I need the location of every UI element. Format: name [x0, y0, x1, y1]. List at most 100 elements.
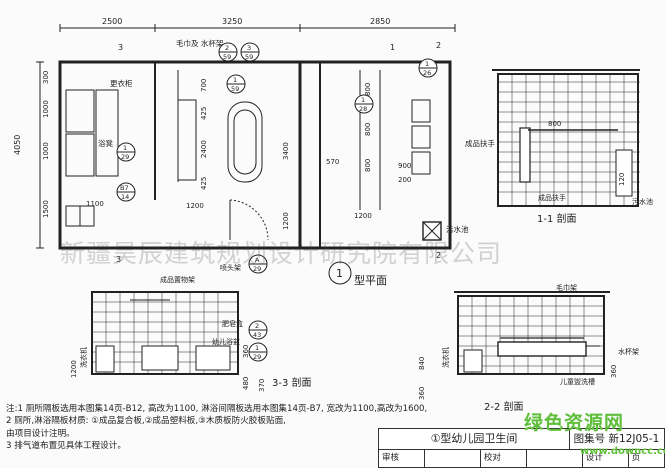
- label-bath-stool: 浴凳: [98, 138, 113, 148]
- design-cell: 设计: [583, 449, 629, 467]
- ref-2: 359: [240, 42, 260, 62]
- sec33-dim-360: 360: [242, 345, 250, 358]
- section-2-2-title: 2-2 剖面: [484, 400, 524, 413]
- note-line-2: 2 厕所,淋浴隔板材质: ①成品复合板,②成品塑料板,③木质板防火胶板贴面,: [6, 416, 286, 427]
- section-mark-2a: 2: [436, 41, 441, 50]
- page-cell: 页: [631, 453, 641, 463]
- svg-text:1: 1: [233, 76, 237, 84]
- ref-10: 129: [248, 342, 268, 362]
- ref-3: 159: [226, 74, 246, 94]
- atlas-value: 新12J05-1: [608, 433, 660, 445]
- label-wardrobe: 更衣柜: [110, 78, 133, 88]
- plan-title-number: 1: [336, 267, 343, 280]
- note-line-3: 由项目设计注明。: [6, 428, 75, 439]
- section-1-1: [492, 69, 640, 207]
- dim-bottom-left: 1200: [186, 202, 204, 210]
- svg-text:1: 1: [361, 96, 365, 104]
- dim-left-total: 4050: [13, 135, 22, 155]
- svg-text:B7: B7: [120, 184, 129, 192]
- svg-text:3: 3: [247, 44, 251, 52]
- dim-left-4: 1500: [42, 200, 50, 218]
- plan-view: [36, 24, 456, 250]
- dim-right-5: 570: [326, 158, 339, 166]
- plan-title: 型平面: [354, 273, 387, 287]
- svg-text:1: 1: [123, 144, 127, 152]
- notes: 注:1 厕所隔板选用本图集14页-B12, 高改为1100, 淋浴间隔板选用本图…: [6, 403, 436, 453]
- dim-left-2: 1000: [42, 100, 50, 118]
- dim-center-3: 2400: [200, 140, 208, 158]
- dim-right-1: 800: [364, 83, 372, 96]
- dim-right-4: 900: [398, 162, 411, 170]
- dim-bottom-right: 1200: [354, 212, 372, 220]
- note-line-4: 3 排气道布置见具体工程设计。: [6, 441, 126, 452]
- review-signature: [425, 449, 481, 467]
- atlas-number: 图集号 新12J05-1: [569, 429, 664, 450]
- ref-1: 259: [218, 42, 238, 62]
- dim-right-6: 200: [398, 176, 411, 184]
- title-block: ①型幼儿园卫生间 图集号 新12J05-1 审核 校对 设计 页: [378, 428, 665, 468]
- svg-text:1: 1: [255, 344, 259, 352]
- svg-text:29: 29: [253, 265, 261, 273]
- site-logo: 绿色资源网 www.downcc.com: [520, 408, 665, 464]
- sec22-cup-rack: 水杯架: [618, 347, 639, 356]
- section-3-3-title: 3-3 剖面: [272, 376, 312, 389]
- ref-6: 126: [418, 58, 438, 78]
- dim-top-2: 3250: [222, 17, 242, 26]
- section-mark-3a: 3: [118, 43, 123, 52]
- dim-left-1: 300: [42, 71, 50, 84]
- svg-text:2: 2: [255, 322, 259, 330]
- check-cell: 校对: [481, 449, 527, 467]
- svg-text:29: 29: [121, 153, 129, 161]
- section-mark-1: 1: [390, 43, 395, 52]
- dim-top-1: 2500: [102, 17, 122, 26]
- dim-center-4: 425: [200, 177, 208, 190]
- logo-text: 绿色资源网: [524, 412, 625, 434]
- sec22-trough: 儿童盥洗槽: [560, 377, 595, 386]
- section-2-2: [454, 291, 610, 375]
- sec33-shelf: 成品置物架: [160, 275, 195, 284]
- ref-4: 129: [116, 142, 136, 162]
- sec33-shower: 喷头架: [220, 263, 241, 272]
- signature-row: 审核 校对 设计 页: [379, 449, 664, 467]
- label-handrail: 成品扶手: [465, 138, 495, 148]
- ref-7: 128: [354, 94, 374, 114]
- section-mark-3b: 3: [116, 255, 121, 264]
- svg-text:1: 1: [425, 60, 429, 68]
- svg-text:59: 59: [223, 53, 231, 61]
- dim-center-1: 700: [200, 79, 208, 92]
- label-drain: 污水池: [446, 224, 469, 234]
- sec33-soap: 肥皂盒: [222, 319, 243, 328]
- dim-top-3: 2850: [370, 17, 390, 26]
- atlas-label: 图集号: [573, 433, 606, 445]
- section-3-3: [91, 291, 239, 375]
- svg-text:59: 59: [245, 53, 253, 61]
- dim-center-6: 1200: [282, 212, 290, 230]
- dim-center-5: 3400: [282, 142, 290, 160]
- dim-1100: 1100: [86, 200, 104, 208]
- sec33-washer: 洗衣机: [79, 347, 88, 368]
- ref-9: 243: [248, 320, 268, 340]
- ref-8: A29: [248, 254, 268, 274]
- svg-text:14: 14: [121, 193, 129, 201]
- label-towel-rack: 毛巾及 水杯架: [176, 38, 224, 48]
- svg-text:43: 43: [253, 331, 261, 339]
- dim-right-2: 800: [364, 123, 372, 136]
- svg-text:26: 26: [423, 69, 431, 77]
- sec33-dim-370: 370: [258, 379, 266, 392]
- review-cell: 审核: [379, 449, 426, 467]
- svg-text:A: A: [255, 256, 260, 264]
- sec11-dim-120: 120: [618, 173, 626, 186]
- sec22-washer: 洗衣机: [441, 347, 450, 368]
- dim-right-3: 800: [364, 159, 372, 172]
- sec22-dim-360b: 360: [610, 365, 618, 378]
- check-signature: [527, 449, 583, 467]
- sec11-dim-800: 800: [548, 120, 561, 128]
- watermark: 新疆昊辰建筑规划设计研究院有限公司: [60, 239, 503, 268]
- sec11-drain: 污水池: [632, 197, 653, 206]
- plan-title-circle: [328, 261, 352, 285]
- sec22-dim-360: 360: [418, 387, 426, 400]
